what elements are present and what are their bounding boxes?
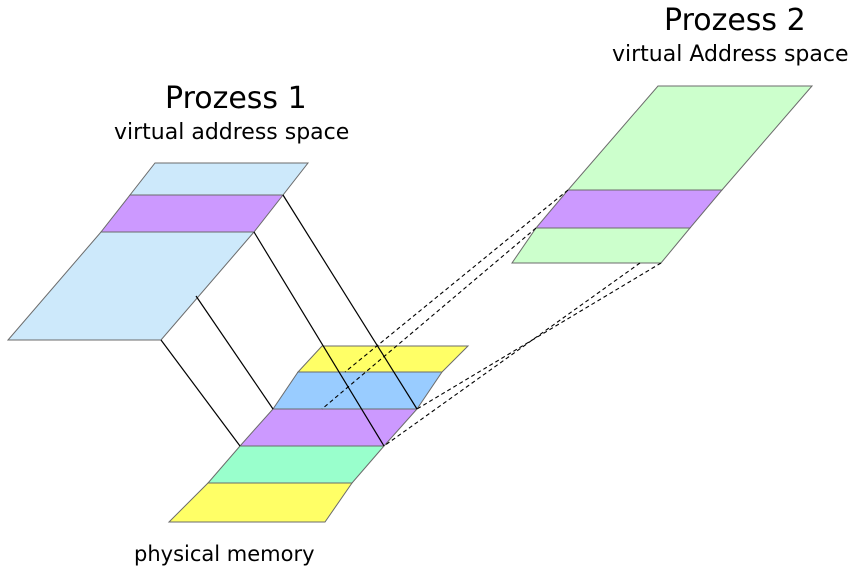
- process1-space-bottom: [6, 231, 256, 341]
- p1-map-line-2: [253, 231, 385, 447]
- physical-frame-shared: [238, 408, 419, 447]
- process2-title: Prozess 2: [664, 3, 806, 38]
- process2-shared-page: [534, 189, 724, 229]
- physical-memory: [167, 345, 470, 523]
- p1-map-line-4: [160, 339, 241, 447]
- process2-space-top: [566, 85, 814, 191]
- process2-address-space: [511, 85, 814, 264]
- p2-map-line-4: [383, 262, 641, 447]
- physical-frame-yellow-bottom: [167, 482, 353, 523]
- p1-map-line-3: [195, 295, 274, 410]
- p1-map-line-1: [282, 194, 418, 410]
- process1-address-space: [6, 162, 310, 341]
- p2-map-line-1: [344, 189, 569, 373]
- process1-space-top: [128, 162, 310, 196]
- process1-shared-page: [99, 194, 285, 233]
- process2-mapping-lines: [321, 189, 662, 447]
- physical-frame-yellow-top: [296, 345, 470, 373]
- p2-map-line-2: [321, 227, 537, 410]
- process1-title: Prozess 1: [165, 81, 307, 116]
- process2-subtitle: virtual Address space: [612, 42, 849, 67]
- physical-frame-mint: [206, 445, 386, 484]
- process1-mapping-lines: [160, 194, 418, 447]
- physical-memory-caption: physical memory: [134, 542, 315, 566]
- p2-map-line-3: [416, 262, 662, 410]
- process1-subtitle: virtual address space: [114, 120, 350, 145]
- process2-space-bottom: [511, 227, 692, 264]
